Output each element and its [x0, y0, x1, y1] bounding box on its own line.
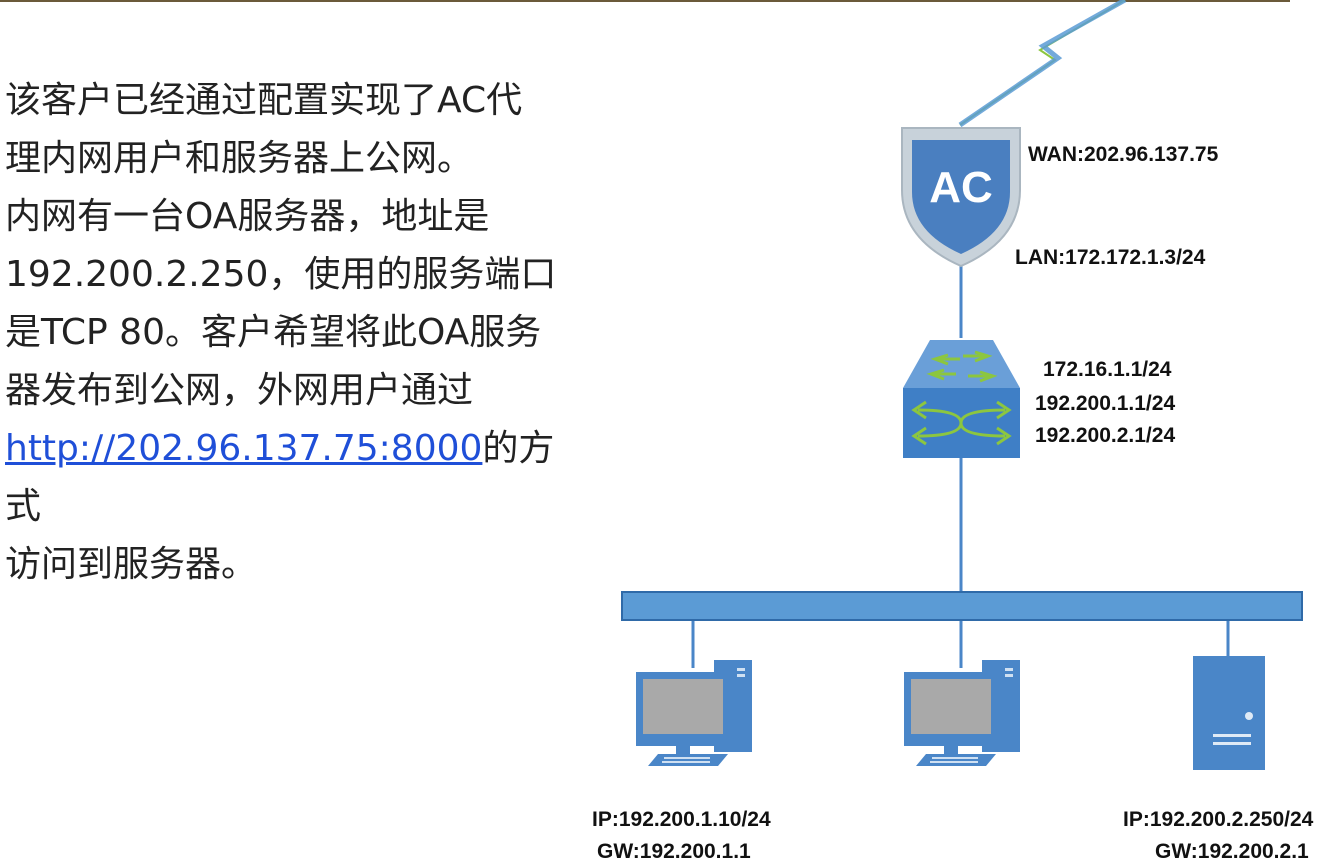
- intro-line-1: 该客户已经通过配置实现了AC代: [5, 80, 523, 121]
- switch-ip-1: 172.16.1.1/24: [1043, 358, 1172, 381]
- ac-wan-label: WAN:202.96.137.75: [1028, 143, 1219, 166]
- switch-ip-2: 192.200.1.1/24: [1035, 392, 1176, 415]
- server-gw-label: GW:192.200.2.1: [1155, 840, 1309, 863]
- switch-ip-3: 192.200.2.1/24: [1035, 424, 1176, 447]
- pc1-icon: [636, 660, 752, 766]
- lan-bus: [621, 591, 1303, 621]
- oa-server-icon: [1193, 656, 1265, 770]
- layer3-switch-icon: [903, 340, 1020, 458]
- ac-shield-icon: AC: [901, 127, 1021, 268]
- intro-line-7: http://202.96.137.75:8000的方式: [5, 420, 585, 536]
- ac-lan-label: LAN:172.172.1.3/24: [1015, 246, 1206, 269]
- pc2-icon: [904, 660, 1020, 766]
- intro-after-link: 的方式: [5, 428, 555, 527]
- intro-line-5: 是TCP 80。客户希望将此OA服务: [5, 312, 542, 353]
- top-divider: [0, 0, 1290, 2]
- pc1-ip-label: IP:192.200.1.10/24: [592, 808, 771, 831]
- internet-lightning-icon: [958, 0, 1127, 128]
- server-ip-label: IP:192.200.2.250/24: [1123, 808, 1314, 831]
- intro-line-3: 内网有一台OA服务器，地址是: [5, 196, 490, 237]
- intro-line-8: 访问到服务器。: [5, 544, 258, 585]
- ac-icon-text: AC: [929, 163, 993, 212]
- server-url-link[interactable]: http://202.96.137.75:8000: [5, 428, 483, 469]
- intro-line-2: 理内网用户和服务器上公网。: [5, 138, 474, 179]
- pc1-gw-label: GW:192.200.1.1: [597, 840, 751, 863]
- intro-line-4: 192.200.2.250，使用的服务端口: [5, 254, 557, 295]
- intro-text: 该客户已经通过配置实现了AC代 理内网用户和服务器上公网。 内网有一台OA服务器…: [5, 72, 585, 594]
- intro-line-6: 器发布到公网，外网用户通过: [5, 370, 474, 411]
